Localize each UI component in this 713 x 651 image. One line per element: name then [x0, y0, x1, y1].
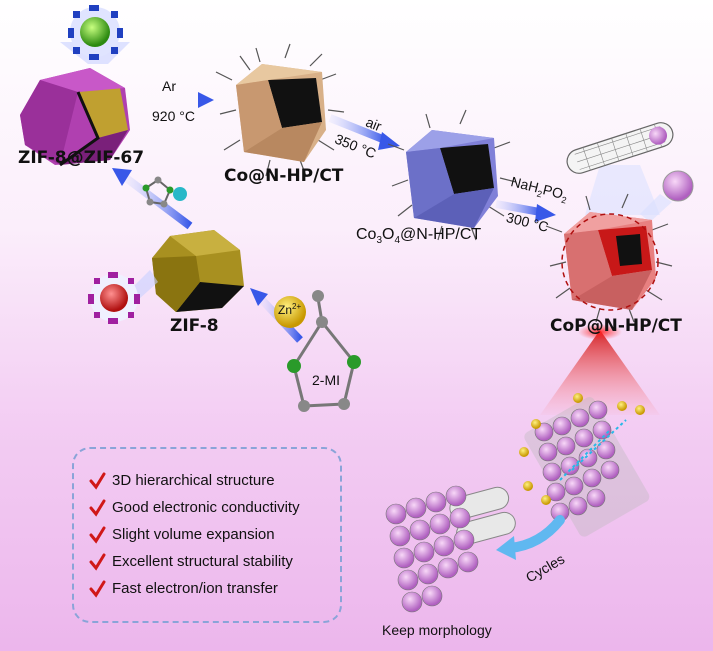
co-nhp-ct-cube: [215, 43, 345, 177]
feature-item: Fast electron/ion transfer: [112, 580, 278, 597]
step1-gas: Ar: [162, 78, 176, 94]
co3o4-nhp-ct-label: Co3O4@N-HP/CT: [356, 226, 482, 247]
check-icon: [89, 472, 106, 490]
zif8-polyhedron: [152, 230, 244, 312]
zif8-zif67-polyhedron: [20, 68, 130, 167]
check-icon: [89, 499, 106, 517]
nanotube-icon: [566, 122, 674, 215]
co3o4-nhp-ct-cube: [387, 109, 517, 241]
arrow-step2: [328, 114, 400, 150]
magnification-beam: [540, 324, 660, 415]
zn-ion-label: Zn2+: [278, 302, 302, 317]
ligand-molecule-icon: [142, 176, 187, 208]
cop-nhp-ct-cube: [545, 193, 673, 323]
check-icon: [89, 580, 106, 598]
arrow-step3: [495, 200, 556, 222]
2-mi-molecule: [287, 290, 361, 412]
feature-item: 3D hierarchical structure: [112, 472, 275, 489]
feature-item: Good electronic conductivity: [112, 499, 300, 516]
zif8-zif67-label: ZIF-8@ZIF-67: [18, 148, 145, 168]
mof-structure-red-icon: [88, 270, 158, 324]
feature-check-icons: [89, 472, 106, 598]
features-panel: [72, 447, 342, 623]
zn-ion-icon: [274, 296, 306, 328]
zif8-label: ZIF-8: [170, 316, 219, 336]
arrow-step1: [150, 92, 214, 108]
mof-structure-green-icon: [60, 5, 130, 64]
cop-particle-icon: [640, 170, 694, 222]
step1-temp: 920 °C: [152, 108, 195, 124]
check-icon: [89, 553, 106, 571]
keep-morphology-label: Keep morphology: [382, 622, 492, 638]
cop-nhp-ct-label: CoP@N-HP/CT: [550, 316, 682, 336]
arrow-shell-growth: [112, 168, 193, 230]
kept-morphology-cluster-icon: [385, 485, 516, 613]
cycled-particle-cluster-icon: [519, 393, 650, 537]
check-icon: [89, 526, 106, 544]
feature-item: Slight volume expansion: [112, 526, 275, 543]
2-mi-label: 2-MI: [312, 372, 340, 388]
cycles-arrow: [496, 515, 565, 560]
feature-item: Excellent structural stability: [112, 553, 293, 570]
co-nhp-ct-label: Co@N-HP/CT: [224, 166, 344, 186]
